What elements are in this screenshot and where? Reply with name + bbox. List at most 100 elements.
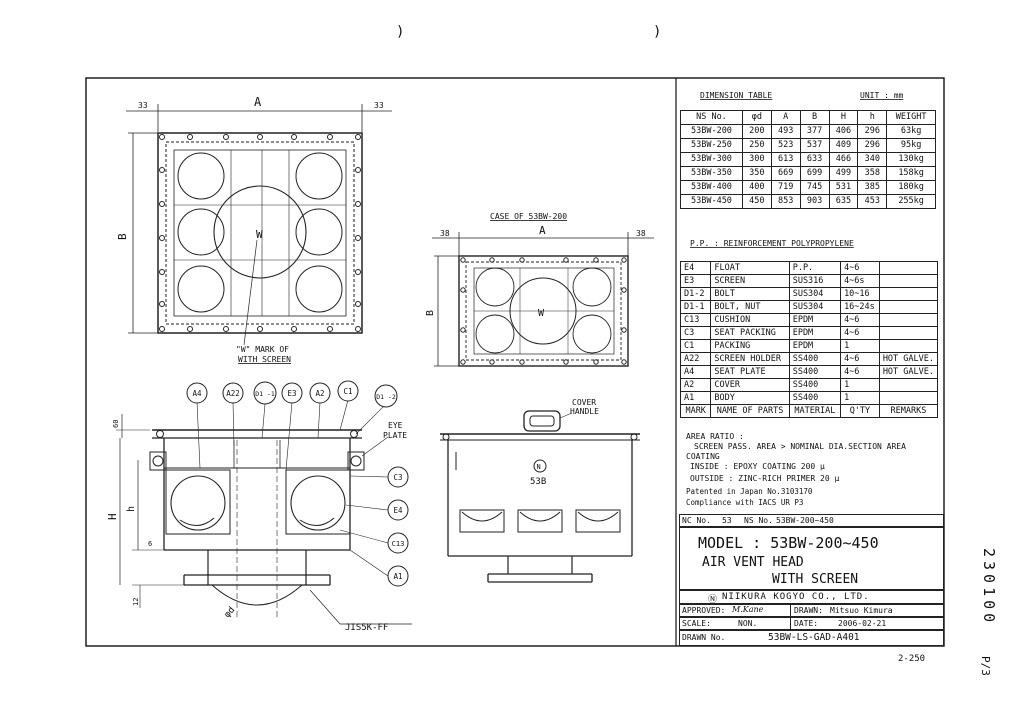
- dim-phid: φd: [223, 605, 238, 620]
- dimension-cell: 300: [741, 152, 772, 167]
- dimension-cell: 853: [770, 194, 801, 209]
- parts-header-cell: MARK: [679, 404, 712, 418]
- top-caption-1: "W" MARK OF: [236, 345, 289, 354]
- case-dim-a: A: [539, 224, 546, 237]
- case-dim-right: 38: [636, 229, 646, 238]
- drawn-no-row: DRAWN No. 53BW-LS-GAD-A401: [679, 630, 944, 646]
- top-dim-a: A: [254, 95, 262, 109]
- parts-cell: 10~16: [840, 287, 880, 301]
- parts-cell: [878, 261, 939, 275]
- eye-plate-label-2: PLATE: [383, 431, 407, 440]
- parts-cell: EPDM: [788, 313, 842, 327]
- parts-cell: SCREEN: [710, 274, 790, 288]
- margin-number: 230100: [980, 548, 998, 626]
- parts-cell: SUS316: [788, 274, 842, 288]
- parts-cell: D1-2: [679, 287, 712, 301]
- top-mark-left: ): [396, 24, 404, 40]
- parts-cell: SUS304: [788, 287, 842, 301]
- product-name-1: AIR VENT HEAD: [702, 555, 804, 570]
- date-label: DATE:: [794, 619, 819, 628]
- parts-cell: E3: [679, 274, 712, 288]
- callout-text-e3: E3: [287, 389, 296, 398]
- callout-c3: [387, 466, 409, 488]
- parts-cell: 4~6: [840, 365, 880, 379]
- dimension-cell: 63kg: [886, 124, 936, 139]
- dim-H: H: [106, 513, 119, 520]
- dimension-cell: 493: [770, 124, 801, 139]
- dimension-cell: 613: [770, 152, 801, 167]
- parts-cell: SS400: [788, 352, 842, 366]
- parts-cell: SUS304: [788, 300, 842, 314]
- approved-row: APPROVED: M.Kane DRAWN: Mitsuo Kimura: [679, 604, 944, 617]
- parts-header-cell: Q'TY: [840, 404, 880, 418]
- top-center-mark: W: [256, 228, 263, 241]
- parts-cell: SS400: [788, 378, 842, 392]
- top-dim-right: 33: [374, 101, 384, 110]
- note-inside: INSIDE : EPOXY COATING 200 μ: [690, 462, 825, 471]
- callout-text-c13: C13: [392, 540, 405, 548]
- front-badge: N: [537, 463, 541, 471]
- dimension-cell: 130kg: [886, 152, 936, 167]
- ns-value: 53BW-200~450: [776, 516, 834, 525]
- section-view: [116, 399, 412, 625]
- approved-label: APPROVED:: [682, 606, 726, 615]
- front-badge-text: 53B: [530, 477, 546, 487]
- scale-value: NON.: [738, 619, 758, 628]
- parts-cell: [878, 391, 939, 405]
- drawn-no-label: DRAWN No.: [682, 633, 726, 642]
- dimension-cell: 499: [828, 166, 859, 181]
- parts-cell: 4~6: [840, 352, 880, 366]
- parts-cell: A1: [679, 391, 712, 405]
- parts-cell: SS400: [788, 391, 842, 405]
- sheet-number: 2-250: [898, 654, 925, 664]
- dimension-cell: 719: [770, 180, 801, 195]
- case-title: CASE OF 53BW-200: [490, 212, 567, 221]
- dimension-cell: 400: [741, 180, 772, 195]
- top-view: [126, 104, 392, 346]
- parts-cell: HOT GALVE.: [878, 352, 939, 366]
- dimension-cell: 158kg: [886, 166, 936, 181]
- dimension-cell: 453: [857, 194, 888, 209]
- top-caption-2: WITH SCREEN: [238, 355, 291, 364]
- parts-cell: 1: [840, 339, 880, 353]
- callout-text-e4: E4: [393, 506, 403, 515]
- dimension-cell: 53BW-450: [680, 194, 743, 209]
- note-patent: Patented in Japan No.3103170: [686, 487, 813, 496]
- callout-d1-2: [374, 384, 398, 408]
- dimension-cell: 385: [857, 180, 888, 195]
- callout-c1: [337, 380, 359, 402]
- parts-cell: [878, 326, 939, 340]
- section-callouts: [186, 380, 409, 587]
- parts-cell: [878, 274, 939, 288]
- dimension-header-cell: H: [828, 110, 859, 125]
- parts-cell: COVER: [710, 378, 790, 392]
- parts-cell: SS400: [788, 365, 842, 379]
- case-dim-left: 38: [440, 229, 450, 238]
- dim-h: h: [126, 506, 137, 512]
- parts-cell: SEAT PLATE: [710, 365, 790, 379]
- scale-row: SCALE: NON. DATE: 2006-02-21: [679, 617, 944, 630]
- model-title: MODEL : 53BW-200~450: [698, 534, 879, 552]
- top-mark-right: ): [653, 24, 661, 40]
- note-area-ratio: AREA RATIO :: [686, 432, 744, 441]
- parts-cell: 16~24s: [840, 300, 880, 314]
- parts-cell: 1: [840, 378, 880, 392]
- eye-plate-label-1: EYE: [388, 421, 403, 430]
- note-coating: COATING: [686, 452, 720, 461]
- dimension-cell: 466: [828, 152, 859, 167]
- callout-a1: [387, 565, 409, 587]
- dimension-cell: 340: [857, 152, 888, 167]
- drawn-value: Mitsuo Kimura: [830, 606, 893, 615]
- parts-cell: SCREEN HOLDER: [710, 352, 790, 366]
